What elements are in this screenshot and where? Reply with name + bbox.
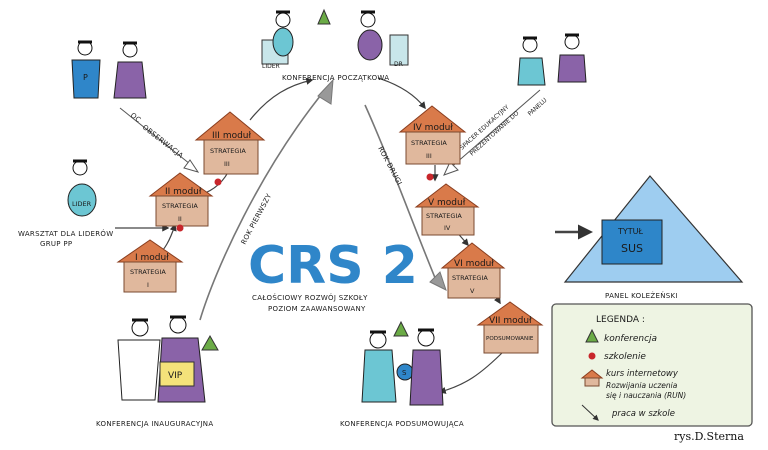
legend-item-course-1: kurs internetowy <box>606 369 679 379</box>
module-house-7: VII moduł PODSUMOWANIE <box>476 301 544 354</box>
legend-item-conference: konferencja <box>604 334 657 344</box>
year-two-arrow <box>364 104 447 291</box>
subtitle-line2: POZIOM ZAAWANSOWANY <box>268 305 366 313</box>
legend-item-course-3: się i nauczania (RUN) <box>606 391 686 400</box>
legend-item-school: praca w szkole <box>611 409 675 419</box>
module-2-roman: II <box>178 215 182 223</box>
module-7-summary: PODSUMOWANIE <box>486 336 534 342</box>
conference-inaugural-scene: VIP KONFERENCJA INAUGURACYJNA <box>96 315 219 428</box>
legend-title: LEGENDA : <box>596 315 645 325</box>
subtitle-line1: CAŁOŚCIOWY ROZWÓJ SZKOŁY <box>252 293 368 302</box>
legend-training-icon <box>588 352 596 360</box>
observation-prefix: OC <box>129 111 143 124</box>
director-badge: DR <box>394 61 403 68</box>
year-two-label: ROK DRUGI <box>376 145 403 187</box>
module-house-6: VI moduł STRATEGIA V <box>440 242 506 299</box>
legend-item-course-2: Rozwijania uczenia <box>606 381 678 390</box>
module-6-title: VI moduł <box>454 259 494 269</box>
workshop-label-line2: GRUP PP <box>40 240 72 248</box>
module-3-strategy: STRATEGIA <box>210 147 246 155</box>
panel-box-line2: SUS <box>621 242 643 255</box>
leader-badge-2: LIDER <box>72 200 92 208</box>
leader-badge: LIDER <box>262 63 280 70</box>
top-left-figures: P <box>71 40 147 99</box>
module-4-roman: III <box>426 152 432 160</box>
signature: rys.D.Sterna <box>674 430 744 443</box>
module-2-strategy: STRATEGIA <box>162 202 198 210</box>
module-house-2: II moduł STRATEGIA II <box>148 172 214 227</box>
conference-inaugural-label: KONFERENCJA INAUGURACYJNA <box>96 420 213 428</box>
conference-start-scene: LIDER DR KONFERENCJA POCZĄTKOWA <box>261 8 409 82</box>
module-house-4: IV moduł STRATEGIA III <box>398 105 467 165</box>
module-3-roman: III <box>224 160 230 168</box>
module-house-3: III moduł STRATEGIA III <box>194 111 266 175</box>
year-one-arrow <box>199 78 334 321</box>
training-dots <box>176 173 434 232</box>
module-2-title: II moduł <box>165 187 202 197</box>
module-house-1: I moduł STRATEGIA I <box>116 239 184 293</box>
legend-school-icon <box>581 404 599 421</box>
top-right-figures <box>517 33 587 86</box>
conference-summary-label: KONFERENCJA PODSUMOWUJĄCA <box>340 420 464 428</box>
peer-panel: TYTUŁ SUS PANEL KOLEŻEŃSKI <box>563 175 744 300</box>
panel-label: PANEL KOLEŻEŃSKI <box>605 291 678 300</box>
module-5-roman: IV <box>444 224 451 232</box>
module-3-title: III moduł <box>212 131 252 141</box>
conference-summary-scene: S KONFERENCJA PODSUMOWUJĄCA <box>340 320 464 428</box>
module-house-5: V moduł STRATEGIA IV <box>414 183 480 236</box>
legend-item-training: szkolenie <box>604 352 646 362</box>
p-badge: P <box>83 73 88 82</box>
module-7-title: VII moduł <box>489 316 532 326</box>
module-1-title: I moduł <box>135 253 169 263</box>
observation-arrow: OC OBSERWACJA <box>119 107 200 173</box>
module-5-title: V moduł <box>428 198 466 208</box>
module-4-strategy: STRATEGIA <box>411 139 447 147</box>
main-title: CRS 2 <box>248 236 418 296</box>
vip-badge: VIP <box>168 371 183 381</box>
legend-box: LEGENDA : konferencja szkolenie kurs int… <box>551 303 753 427</box>
feedback-line3: PANELU <box>527 97 549 118</box>
module-5-strategy: STRATEGIA <box>426 212 462 220</box>
workshop-figure: LIDER WARSZTAT DLA LIDERÓW GRUP PP <box>18 159 113 248</box>
s-badge: S <box>402 369 407 377</box>
panel-box-line1: TYTUŁ <box>617 227 644 236</box>
conference-start-label: KONFERENCJA POCZĄTKOWA <box>282 74 389 82</box>
module-1-roman: I <box>147 281 149 289</box>
module-1-strategy: STRATEGIA <box>130 268 166 276</box>
observation-label: OBSERWACJA <box>141 123 185 160</box>
module-6-strategy: STRATEGIA <box>452 274 488 282</box>
module-6-roman: V <box>470 287 475 295</box>
module-4-title: IV moduł <box>413 123 453 133</box>
workshop-label-line1: WARSZTAT DLA LIDERÓW <box>18 229 113 238</box>
legend-conference-icon <box>585 328 599 343</box>
